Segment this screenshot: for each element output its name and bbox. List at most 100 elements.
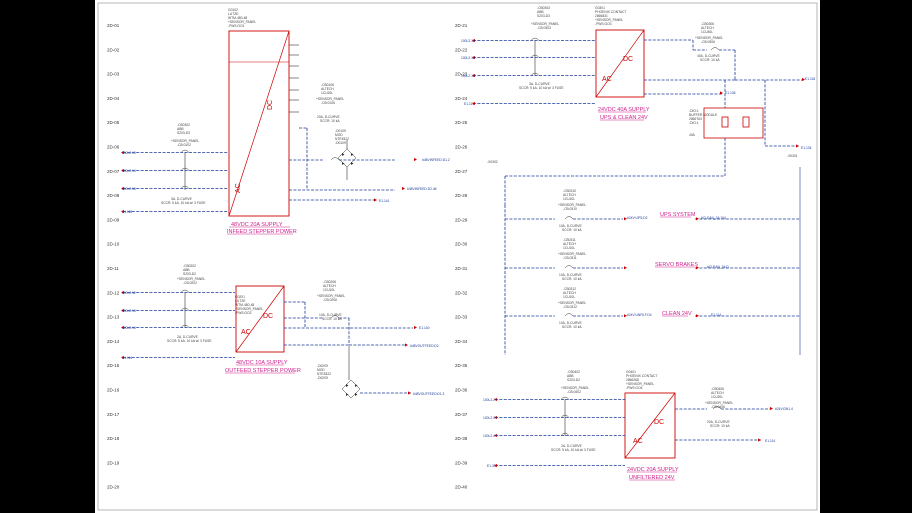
psu4-id: G0401 [626,370,636,374]
psu2-caption-1: 48VDC 10A SUPPLY [236,360,288,366]
input-d-1: 100L2.2 [483,398,495,402]
cb3-loc: -CB:0303 [537,26,551,30]
cb8-rating2: SCCR: 10 kA [562,228,582,232]
arrow-icon [758,438,761,442]
cb8-panel: +SENSOR_PANEL [558,203,586,207]
power-supply-g0401[interactable]: G0401 PHOENIX CONTACT 2866268 +SENSOR_PA… [624,370,679,481]
breaker-cb0312[interactable]: -CB0312 ALTECH 1CU10L +SENSOR_PANEL -CB:… [558,287,586,329]
cb2-rating1: 2A, D-CURVE [177,335,199,339]
power-supply-g0102[interactable]: G0102 LUTZE WTM-480-48 +SENSOR_PANEL -PW… [227,8,297,235]
psu2-part: LUTZE [235,299,246,303]
row-label: 2D-10 [107,242,120,247]
cb11-panel: +SENSOR_PANEL [705,401,733,405]
row-label: 2D-23 [455,72,468,77]
out-2: #48VINFEED:D2.46 [407,187,437,191]
breaker-cb0311[interactable]: -CB0311 ALTECH 1CU10L +SENSOR_PANEL -CB:… [558,238,586,281]
psu4-loc: -PWS:GO4 [626,386,643,390]
cb5-loc: -CB:0106 [321,101,335,105]
rectifier-bridge-icon [337,148,357,168]
row-label: 2D-07 [107,169,120,174]
cb2-model: S203-D2 [183,272,196,276]
breaker-cb0202[interactable]: -CB0202 ABB S203-D2 +SENSOR_PANEL -CB:02… [167,264,212,343]
arrow-icon [405,343,408,347]
cb4-rating1: 2A, D-CURVE [561,444,583,448]
row-label: 2D-22 [455,47,468,52]
arrow-icon [121,186,124,191]
row-label: 2D-08 [107,193,120,198]
psu1-id: G0102 [228,8,238,12]
arrow-icon [472,101,475,106]
cb4-maker: ABB [567,374,574,378]
arrow-icon [121,209,124,214]
breaker-cb0306[interactable]: -CB0306 ALTECH 1CU40L +SENSOR_PANEL -CB:… [695,22,723,62]
arrow-icon [402,186,405,191]
input-a-3: 100L2.15 [122,187,136,191]
arrow-icon [494,463,497,468]
breaker-contact-icon [564,313,574,317]
diode-d0109[interactable]: -D0109 MOD NTE5322 -D0109 [335,129,349,145]
cb8-id: -CB0310 [563,189,576,193]
row-label: 2D-09 [107,217,120,222]
cb10-rating2: SCCR: 10 kA [562,325,582,329]
arrow-icon [121,150,124,155]
arrow-icon [624,266,627,270]
psu1-caption-1: 48VDC 20A SUPPLY [231,222,283,228]
psu1-loc: -PWS:GO1 [228,24,245,28]
cb1-panel: +SENSOR_PANEL [171,139,199,143]
cb4-model: S203-D2 [567,378,580,382]
breaker-cb0302[interactable]: -CB0302 ABB S203-D3 +SENSOR_PANEL -CB:01… [161,123,206,205]
psu2-model: WTM-480-48 [235,303,254,307]
breaker-cb0402[interactable]: -CB0402 ABB S203-D2 +SENSOR_PANEL -CB:04… [551,370,596,452]
arrow-icon [624,217,627,221]
cb4-rating2: SCCR: 5 kA, 10 kA w/ 3 FUSE [551,448,596,452]
cb1-id: -CB0302 [177,123,190,127]
section-servo: SERVO BRAKES [655,262,698,268]
cb7-rating2: SCCR: 10 kA [700,58,720,62]
module-rating: 40A [689,133,696,137]
row-label: 2D-26 [455,145,468,150]
cb8-rating1: 10A, D-CURVE [559,224,582,228]
arrow-icon [802,77,805,82]
breaker-cb0106[interactable]: -CB0106 ALTECH 1CU20L +SENSOR_PANEL -CB:… [316,83,344,123]
cb11-maker: ALTECH [711,391,724,395]
cb6-rating2: SCCR: 10 kA [322,317,342,321]
psu2-ac-label: AC [241,329,251,336]
psu3-caption-2: UPS & CLEAN 24V [600,115,648,121]
cb6-id: -CB0206 [323,280,336,284]
row-label: 2D-17 [107,412,120,417]
cb10-model: 1CU10L [563,295,575,299]
cb9-rating1: 10A, D-CURVE [559,273,582,277]
breaker-cb0206[interactable]: -CB0206 ALTECH 1CU10L +SENSOR_PANEL -CB:… [317,280,345,321]
power-supply-g0301[interactable]: G0301 PHOENIX CONTACT 2866831 +SENSOR_PA… [595,6,650,121]
breaker-cb0303[interactable]: -CB0303 ABB S203-D3 +SENSOR_PANEL -CB:03… [519,6,564,90]
cb11-rating2: SCCR: 10 kA [710,424,730,428]
row-label: 2D-06 [107,145,120,150]
buffer-module[interactable]: -DIO:1 BUFFER MODULE 2866763 -DIO:1 40A [689,107,764,139]
d2-model: MOD [317,368,325,372]
arrow-icon [696,217,699,221]
out-14: #24V:UNFILT:D4 [627,313,652,317]
out-11: #24V:UPS:D2 [627,216,648,220]
breaker-cb0406[interactable]: -CB0406 ALTECH 1CU20L +SENSOR_PANEL -CB:… [705,387,733,428]
gnd-1: E1.118 [122,210,132,214]
row-label: 2D-36 [455,388,468,393]
psu1-part: LUTZE [228,12,239,16]
cb10-id: -CB0312 [563,287,576,291]
diode-d0209[interactable]: -D0209 MOD NTE5322 -D0209 [317,364,331,380]
arrow-icon [696,266,699,270]
row-label: 2D-20 [107,485,120,490]
psu4-caption-2: UNFILTERED 24V [629,475,675,481]
row-label: 2D-33 [455,315,468,320]
out-12: #CLEAN_24:104 [701,216,726,220]
breaker-cb0310[interactable]: -CB0310 ALTECH 1CU10L +SENSOR_PANEL -CB:… [558,189,586,232]
breaker-contact-icon [330,315,340,319]
row-label: 2D-19 [107,460,120,465]
cb11-rating1: 20A, D-CURVE [707,420,730,424]
gnd-3: E1.113 [464,102,474,106]
cb11-loc: -CB:0406 [711,405,725,409]
input-c-1: 100L2.11 [461,39,475,43]
cb10-rating1: 10A, D-CURVE [559,321,582,325]
arrow-icon [696,314,699,318]
row-label: 2D-11 [107,266,119,271]
power-supply-g0201[interactable]: G0201 LUTZE WTM-480-48 +SENSOR_PANEL -PW… [225,285,301,374]
